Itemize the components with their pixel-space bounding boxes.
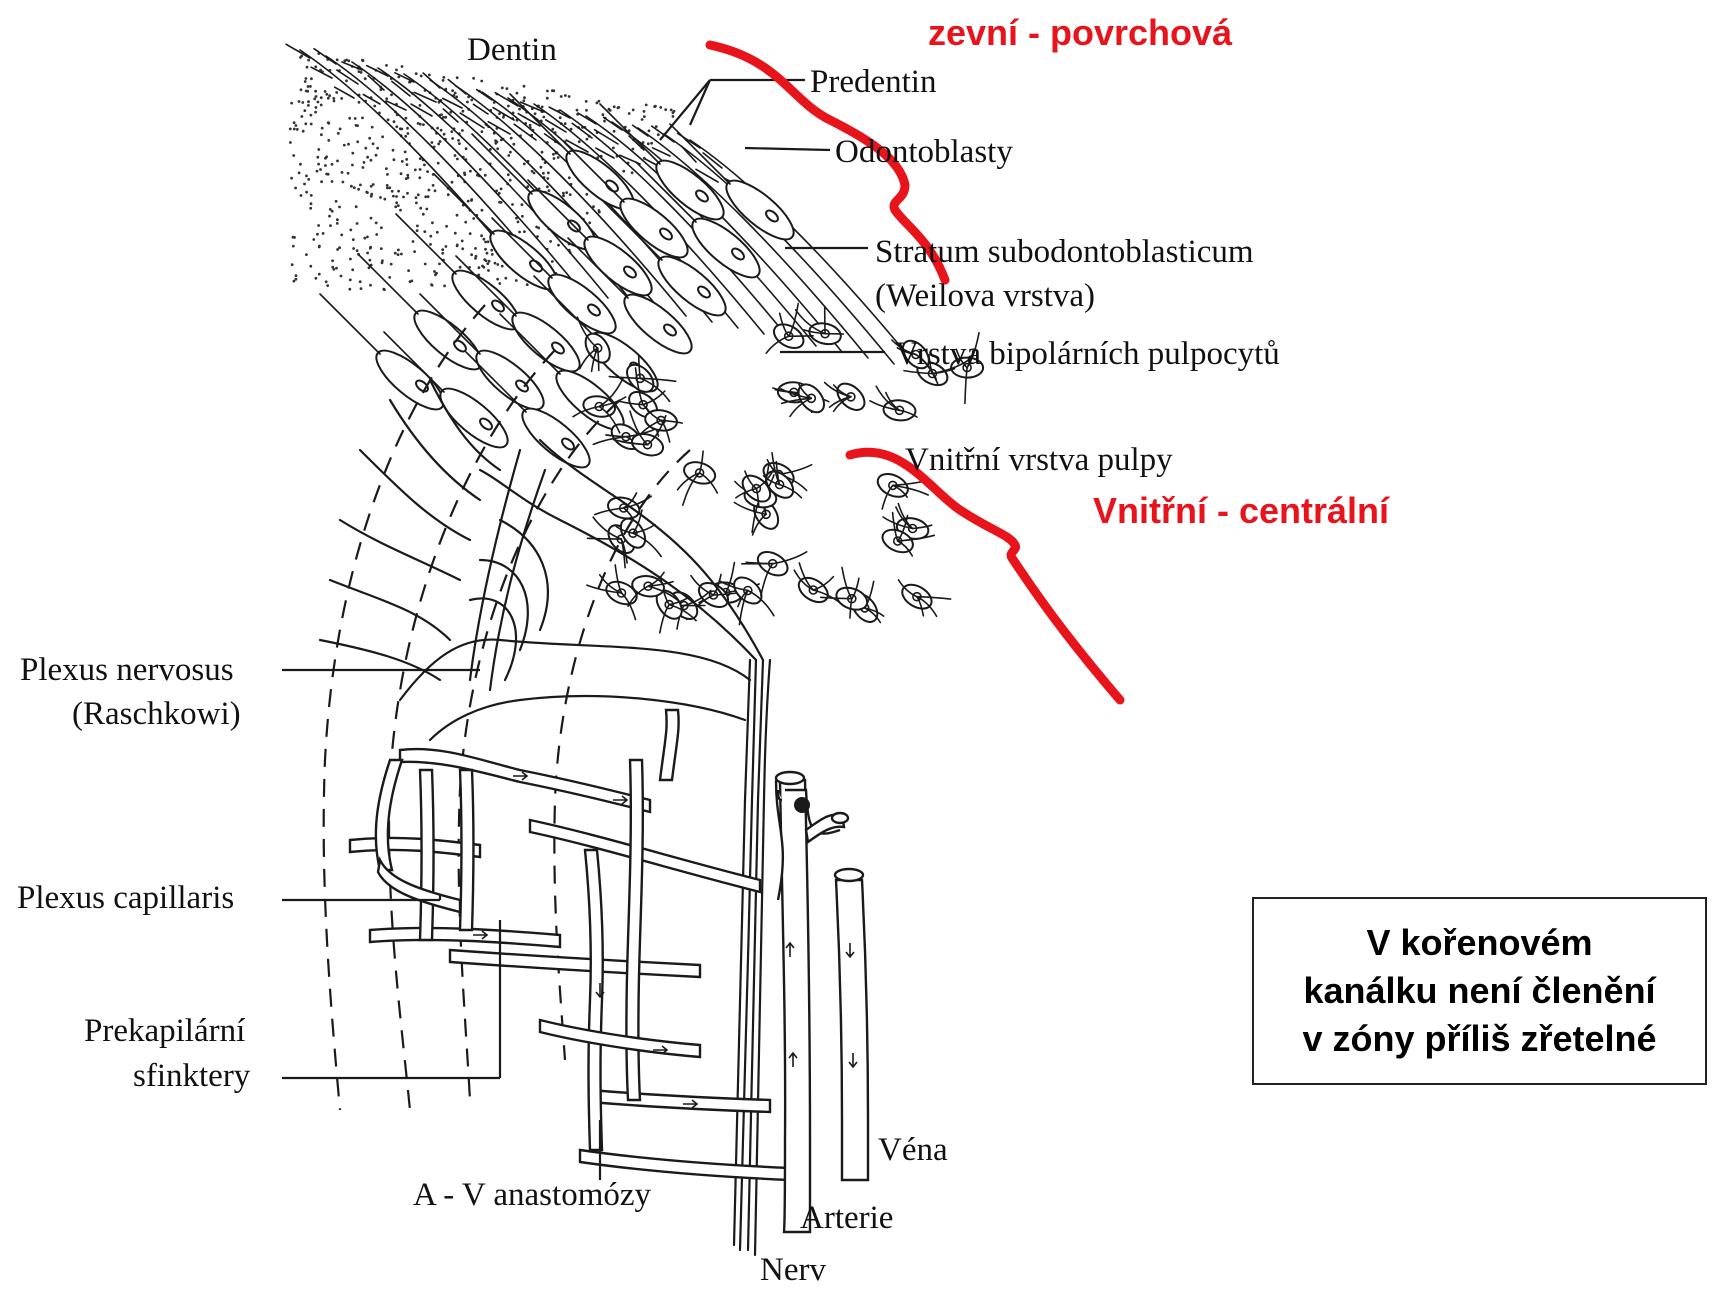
main-vessels bbox=[776, 772, 868, 1232]
label-vena: Véna bbox=[878, 1132, 948, 1168]
label-prekapilarni: Prekapilární bbox=[84, 1013, 245, 1049]
label-plexus-nervosus: Plexus nervosus bbox=[20, 652, 234, 688]
label-dentin: Dentin bbox=[467, 32, 557, 68]
note-text: V kořenovém kanálku není členění v zóny … bbox=[1302, 919, 1656, 1063]
annotation-inner-zone: Vnitřní - centrální bbox=[1093, 490, 1390, 531]
label-plexus-capillaris: Plexus capillaris bbox=[17, 880, 234, 916]
label-nerv: Nerv bbox=[760, 1252, 826, 1288]
capillary-plexus bbox=[350, 710, 790, 1180]
annotation-outer-zone: zevní - povrchová bbox=[928, 12, 1233, 53]
label-predentin: Predentin bbox=[810, 64, 936, 100]
artery-trunk bbox=[780, 780, 810, 1232]
label-inner-layer: Vnitřní vrstva pulpy bbox=[905, 442, 1173, 478]
label-odontoblasty: Odontoblasty bbox=[835, 134, 1013, 170]
note-box: V kořenovém kanálku není členění v zóny … bbox=[1252, 897, 1707, 1085]
label-stratum: Stratum subodontoblasticum bbox=[875, 234, 1254, 270]
label-bipolar: Vrstva bipolárních pulpocytů bbox=[895, 336, 1280, 372]
vein-trunk bbox=[836, 880, 868, 1180]
label-raschkowi: (Raschkowi) bbox=[72, 696, 241, 732]
label-weilova: (Weilova vrstva) bbox=[875, 278, 1095, 314]
label-arterie: Arterie bbox=[800, 1200, 893, 1236]
label-sfinktery: sfinktery bbox=[133, 1058, 251, 1094]
label-av-anastomozy: A - V anastomózy bbox=[413, 1177, 652, 1213]
